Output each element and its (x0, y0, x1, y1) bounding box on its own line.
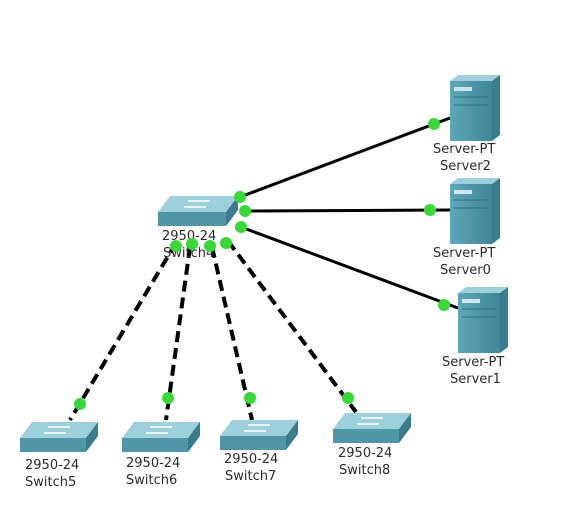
port-up-indicator (244, 392, 256, 404)
port-up-indicator (234, 191, 246, 203)
link-switch4-switch6[interactable] (164, 246, 192, 421)
server-icon (450, 178, 500, 244)
port-up-indicator (162, 392, 174, 404)
switch5-model-label: 2950-24 (25, 458, 79, 473)
device-switch8[interactable] (333, 413, 411, 443)
switch8-name-label: Switch8 (339, 463, 390, 478)
port-up-indicator (235, 221, 247, 233)
device-switch4[interactable] (158, 196, 238, 226)
server1-name-label: Server1 (450, 372, 501, 387)
server0-name-label: Server0 (440, 263, 491, 278)
switch-icon (122, 422, 200, 452)
switch-icon (220, 420, 298, 450)
port-up-indicator (342, 392, 354, 404)
switch-icon (333, 413, 411, 443)
links-layer (68, 116, 459, 422)
switch5-name-label: Switch5 (25, 475, 76, 490)
switch6-name-label: Switch6 (126, 473, 177, 488)
link-switch4-server0[interactable] (244, 208, 451, 213)
server0-model-label: Server-PT (433, 246, 495, 261)
port-up-indicator (428, 118, 440, 130)
switch6-model-label: 2950-24 (126, 456, 180, 471)
port-up-indicator (170, 240, 182, 252)
switch-icon (20, 422, 98, 452)
device-switch7[interactable] (220, 420, 298, 450)
switch7-model-label: 2950-24 (224, 452, 278, 467)
server-icon (450, 75, 500, 141)
switch8-model-label: 2950-24 (338, 446, 392, 461)
switch-icon (158, 196, 238, 226)
server2-name-label: Server2 (440, 159, 491, 174)
port-up-indicator (424, 204, 436, 216)
port-up-indicator (186, 238, 198, 250)
port-indicators (74, 118, 450, 410)
device-server0[interactable] (450, 178, 500, 244)
server-icon (458, 287, 508, 353)
port-up-indicator (438, 299, 450, 311)
link-switch4-switch8[interactable] (226, 239, 358, 414)
port-up-indicator (239, 205, 251, 217)
link-switch4-server1[interactable] (240, 225, 459, 310)
port-up-indicator (220, 237, 232, 249)
device-switch5[interactable] (20, 422, 98, 452)
switch7-name-label: Switch7 (225, 469, 276, 484)
device-server2[interactable] (450, 75, 500, 141)
server2-model-label: Server-PT (433, 142, 495, 157)
link-switch4-switch7[interactable] (210, 246, 254, 421)
device-server1[interactable] (458, 287, 508, 353)
link-switch4-server2[interactable] (239, 116, 451, 199)
link-switch4-switch5[interactable] (68, 241, 178, 422)
device-switch6[interactable] (122, 422, 200, 452)
port-up-indicator (204, 240, 216, 252)
server1-model-label: Server-PT (442, 355, 504, 370)
port-up-indicator (74, 398, 86, 410)
